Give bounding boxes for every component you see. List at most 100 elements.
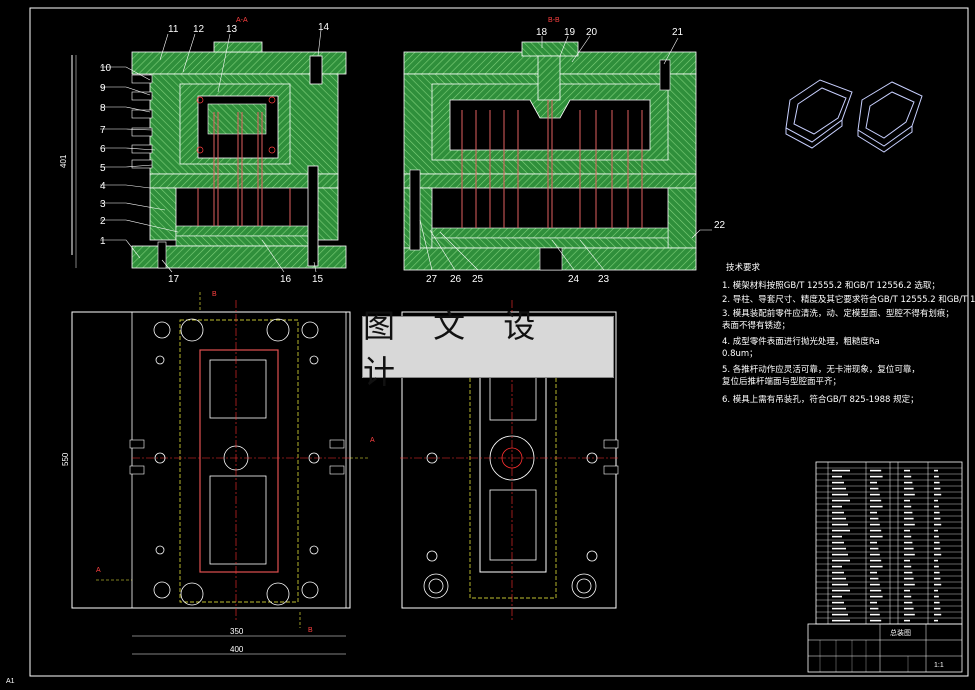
parts-list-cell-mark	[832, 607, 846, 610]
parts-list-cell-mark	[870, 601, 877, 604]
parts-list-cell-mark	[832, 613, 848, 616]
parts-list-cell-mark	[904, 505, 912, 508]
tech-note-6: 6. 模具上需有吊装孔，符合GB/T 825-1988 规定；	[722, 394, 919, 405]
parts-list-cell-mark	[832, 487, 846, 490]
parts-list-cell-mark	[934, 589, 938, 592]
parts-list-cell-mark	[934, 565, 939, 568]
tech-note-3: 3. 模具装配前零件应清洗，动、定模型面、型腔不得有划痕；	[722, 308, 954, 319]
corner-mark: A1	[6, 678, 15, 685]
part-number-8: 8	[100, 103, 106, 114]
part-number-17: 17	[168, 274, 180, 285]
part-number-3: 3	[100, 199, 106, 210]
parts-list-cell-mark	[832, 583, 848, 586]
parts-list-cell-mark	[934, 493, 942, 496]
parts-list-cell-mark	[870, 529, 882, 532]
parts-list-cell-mark	[832, 529, 850, 532]
part-number-9: 9	[100, 83, 106, 94]
parts-list-cell-mark	[870, 517, 879, 520]
part-number-27: 27	[426, 274, 438, 285]
parts-list-cell-mark	[904, 589, 910, 592]
part-number-24: 24	[568, 274, 580, 285]
plan-view-left: B B A A 550 350 400	[61, 291, 375, 655]
parts-list-cell-mark	[870, 511, 877, 514]
parts-list-cell-mark	[934, 601, 940, 604]
title-block-scale: 1:1	[934, 662, 944, 669]
parts-list-cell-mark	[904, 607, 914, 610]
parts-list-cell-mark	[870, 481, 877, 484]
parts-list-cell-mark	[832, 577, 846, 580]
parts-list-cell-mark	[904, 517, 914, 520]
parts-list-cell-mark	[870, 475, 883, 478]
cut-mark-b-top: B	[212, 291, 217, 298]
parts-list-cell-mark	[904, 535, 912, 538]
part-number-21: 21	[672, 27, 684, 38]
parts-list-cell-mark	[832, 523, 848, 526]
parts-list-cell-mark	[832, 559, 850, 562]
cut-mark-a-right: A	[370, 437, 375, 444]
parts-list-cell-mark	[870, 535, 883, 538]
parts-list-cell-mark	[934, 547, 941, 550]
section-label-right: B-B	[548, 17, 560, 24]
tech-notes-title: 技术要求	[726, 262, 761, 273]
part-number-20: 20	[586, 27, 598, 38]
technical-requirements: 技术要求 1. 模架材料按照GB/T 12555.2 和GB/T 12556.2…	[722, 262, 975, 405]
tech-note-1: 1. 模架材料按照GB/T 12555.2 和GB/T 12556.2 选取；	[722, 280, 940, 291]
parts-list-cell-mark	[870, 613, 880, 616]
parts-list-cell-mark	[904, 619, 910, 622]
cut-mark-b-bottom: B	[308, 627, 313, 634]
parts-list-cell-mark	[934, 505, 939, 508]
tech-note-5b: 复位后推杆端面与型腔面平齐；	[722, 376, 841, 387]
parts-list-cell-mark	[870, 559, 882, 562]
part-number-25: 25	[472, 274, 484, 285]
parts-list-cell-mark	[832, 589, 850, 592]
parts-list-cell-mark	[934, 571, 940, 574]
parts-list-cell-mark	[934, 559, 938, 562]
parts-list-cell-mark	[832, 517, 846, 520]
parts-list-cell-mark	[832, 511, 844, 514]
parts-list-cell-mark	[934, 481, 940, 484]
parts-list-cell-mark	[832, 547, 846, 550]
part-number-26: 26	[450, 274, 462, 285]
tech-note-4b: 0.8um；	[722, 349, 758, 359]
parts-list-cell-mark	[934, 529, 938, 532]
parts-list-cell-mark	[870, 547, 879, 550]
part-number-2: 2	[100, 216, 106, 227]
parts-list-cell-mark	[832, 553, 848, 556]
parts-list-cell-mark	[904, 493, 915, 496]
parts-list-cell-mark	[870, 571, 877, 574]
parts-list-cell-mark	[934, 577, 941, 580]
parts-list-cell-mark	[904, 523, 915, 526]
parts-list-cell-mark	[870, 607, 879, 610]
dimension-height-plan: 550	[61, 452, 70, 466]
parts-list-cell-mark	[904, 487, 914, 490]
part-number-16: 16	[280, 274, 292, 285]
parts-list-cell-mark	[934, 475, 939, 478]
parts-list-cell-mark	[934, 619, 938, 622]
part-number-23: 23	[598, 274, 610, 285]
section-view-right: B-B	[403, 17, 726, 285]
parts-list-cell-mark	[934, 613, 942, 616]
parts-list-cell-mark	[870, 589, 882, 592]
watermark-text: 图 文 设 计	[363, 307, 550, 391]
parts-list-cell-mark	[904, 571, 913, 574]
parts-list-cell-mark	[934, 553, 942, 556]
parts-list-cell-mark	[904, 565, 912, 568]
parts-list-cell-mark	[934, 595, 939, 598]
parts-list-cell-mark	[934, 607, 941, 610]
parts-list-cell-mark	[832, 505, 842, 508]
parts-list-cell-mark	[904, 481, 913, 484]
parts-list-cell-mark	[904, 469, 910, 472]
parts-list-cell-mark	[870, 487, 879, 490]
dimension-height-top: 401	[59, 154, 68, 168]
parts-list-cell-mark	[904, 577, 914, 580]
parts-list-cell-mark	[870, 469, 882, 472]
parts-list-cell-mark	[832, 565, 842, 568]
tech-note-3b: 表面不得有锈迹；	[722, 320, 790, 331]
parts-list-cell-mark	[904, 541, 913, 544]
cut-mark-a-left: A	[96, 567, 101, 574]
watermark-banner: 图 文 设 计	[362, 307, 614, 391]
part-isometric-views	[785, 79, 923, 153]
parts-list-cell-mark	[832, 493, 848, 496]
part-number-5: 5	[100, 163, 106, 174]
drawing-border	[29, 7, 969, 677]
